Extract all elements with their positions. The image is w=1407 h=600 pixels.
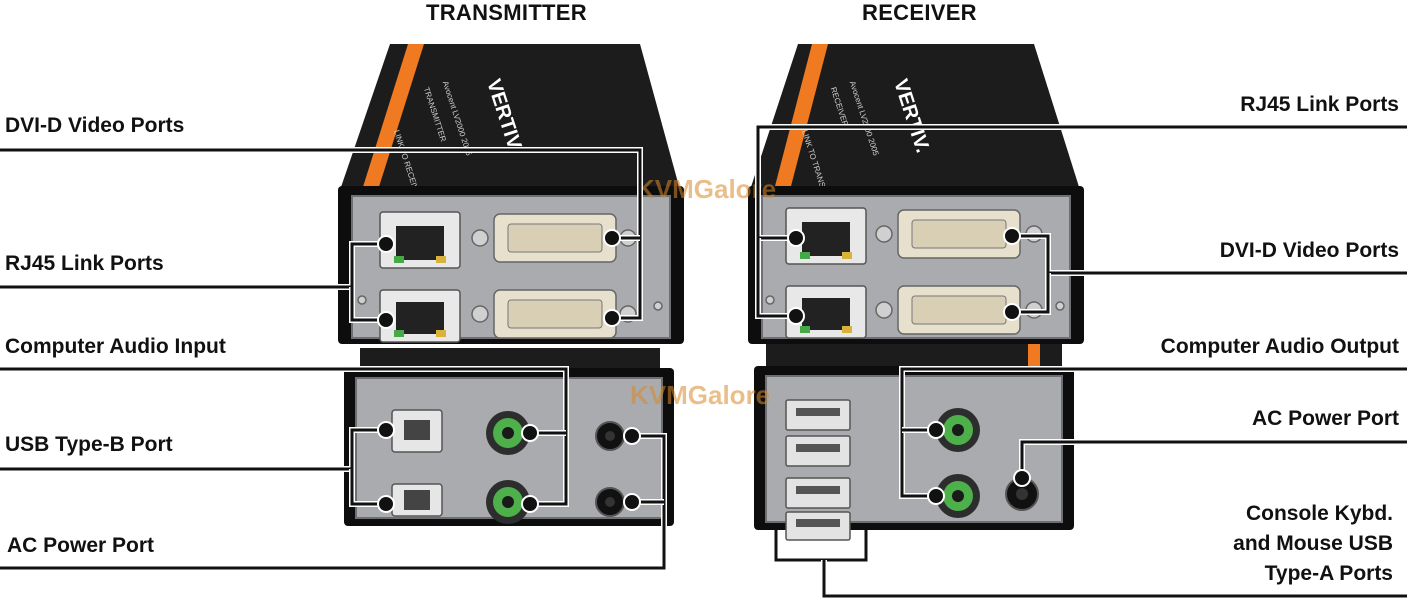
rx-rj45-callout-dot-1 xyxy=(787,229,805,247)
tx-audio-callout-dot-2 xyxy=(521,495,539,513)
rx-rj45-led-amber xyxy=(842,326,852,333)
tx-dvi-callout-dot-2 xyxy=(603,309,621,327)
tx-panel-screw xyxy=(357,295,367,305)
tx-dvi-callout-dot-1 xyxy=(603,229,621,247)
label-rx-rj45-ports: RJ45 Link Ports xyxy=(1240,93,1399,116)
transmitter-unit: VERTIV. Avocent LV2000 2005 TRANSMITTER … xyxy=(338,44,684,526)
leader-tx-usb-b-branch xyxy=(350,469,386,506)
rx-rj45-led-amber xyxy=(842,252,852,259)
tx-dvi-port-1-pins xyxy=(507,223,603,253)
label-rx-dvi-ports: DVI-D Video Ports xyxy=(1219,239,1399,262)
leader-rx-power xyxy=(1020,440,1407,478)
leader-rx-rj45-branch xyxy=(756,238,796,318)
tx-rj45-led-amber xyxy=(436,330,446,337)
leader-tx-dvi xyxy=(0,148,642,320)
rx-rj45-port-1-jack xyxy=(802,222,850,256)
rx-rj45-led-green xyxy=(800,326,810,333)
rx-rj45-port-2-jack xyxy=(802,298,850,330)
rx-audio-jack-2-hole xyxy=(952,490,964,502)
tx-leader-lines xyxy=(0,147,667,571)
label-rx-usb-a-line2: and Mouse USB xyxy=(1233,532,1393,555)
rx-dvi-port-1-pins xyxy=(911,219,1007,249)
leader-rx-dvi xyxy=(1012,234,1407,275)
tx-rj45-port-1-jack xyxy=(396,226,444,260)
rx-usb-a-port-2-tongue xyxy=(796,444,840,452)
tx-usb-b-port-2-socket xyxy=(404,490,430,510)
tx-power-jack-1-pin xyxy=(605,431,615,441)
rx-rj45-callout-dot-2 xyxy=(787,307,805,325)
label-rx-ac-power: AC Power Port xyxy=(1251,407,1399,430)
watermark-upper: KVMGalore xyxy=(636,174,776,204)
rx-dvi-callout-dot-1 xyxy=(1003,227,1021,245)
rx-usb-a-port-4-tongue xyxy=(796,519,840,527)
tx-power-jack-2-pin xyxy=(605,497,615,507)
tx-usb-b-callout-dot-2 xyxy=(377,495,395,513)
rx-dvi-port-2-pins xyxy=(911,295,1007,325)
tx-dvi-port-2-pins xyxy=(507,299,603,329)
leader-rx-rj45 xyxy=(756,125,1407,240)
rx-rj45-led-green xyxy=(800,252,810,259)
label-tx-ac-power: AC Power Port xyxy=(7,534,155,557)
rx-orange-stripe xyxy=(774,44,828,190)
tx-panel-screw xyxy=(653,301,663,311)
rx-usb-a-port-1-tongue xyxy=(796,408,840,416)
label-rx-usb-a-line3: Type-A Ports xyxy=(1264,562,1393,585)
rx-usb-a-port-3-tongue xyxy=(796,486,840,494)
leader-rx-dvi-branch xyxy=(1012,273,1050,314)
label-tx-audio-input: Computer Audio Input xyxy=(5,335,226,358)
receiver-heading: RECEIVER xyxy=(862,0,977,25)
tx-dvi-screw xyxy=(471,305,489,323)
tx-power-callout-dot-2 xyxy=(623,493,641,511)
tx-rj45-port-2-jack xyxy=(396,302,444,334)
tx-usb-b-callout-dot-1 xyxy=(377,421,395,439)
receiver-unit: VERTIV. Avocent LV2000 2005 RECEIVER LIN… xyxy=(748,44,1084,541)
tx-box-top xyxy=(340,44,680,190)
leader-tx-rj45 xyxy=(0,242,386,289)
tx-rj45-callout-dot-2 xyxy=(377,311,395,329)
leader-tx-usb-b xyxy=(0,428,386,471)
leader-tx-audio xyxy=(0,367,568,506)
rx-leader-lines xyxy=(755,124,1407,599)
tx-power-callout-dot-1 xyxy=(623,427,641,445)
rx-audio-jack-1-hole xyxy=(952,424,964,436)
rx-power-jack-pin xyxy=(1016,488,1028,500)
rx-dvi-screw xyxy=(875,225,893,243)
tx-audio-jack-2-hole xyxy=(502,496,514,508)
tx-usb-b-port-1-socket xyxy=(404,420,430,440)
tx-rj45-led-amber xyxy=(436,256,446,263)
tx-rj45-callout-dot-1 xyxy=(377,235,395,253)
rx-lower-top xyxy=(766,344,1062,370)
label-tx-dvi-ports: DVI-D Video Ports xyxy=(5,114,185,137)
label-rx-usb-a-line1: Console Kybd. xyxy=(1245,502,1393,525)
rx-panel-screw xyxy=(1055,301,1065,311)
tx-audio-callout-dot-1 xyxy=(521,424,539,442)
tx-dvi-screw xyxy=(471,229,489,247)
rx-power-callout-dot xyxy=(1013,469,1031,487)
rx-panel-screw xyxy=(765,295,775,305)
watermark-lower: KVMGalore xyxy=(630,380,770,410)
label-tx-usb-b-port: USB Type-B Port xyxy=(5,433,173,456)
rx-box-top xyxy=(750,44,1080,190)
rx-audio-callout-dot-2 xyxy=(927,487,945,505)
tx-rj45-led-green xyxy=(394,256,404,263)
transmitter-heading: TRANSMITTER xyxy=(426,0,587,25)
leader-tx-rj45-branch xyxy=(350,287,386,322)
leader-rx-usb-a xyxy=(822,560,1407,598)
tx-orange-stripe xyxy=(362,44,424,190)
rx-audio-callout-dot-1 xyxy=(927,421,945,439)
label-rx-audio-output: Computer Audio Output xyxy=(1160,335,1399,358)
tx-audio-jack-1-hole xyxy=(502,427,514,439)
rx-dvi-screw xyxy=(875,301,893,319)
label-tx-rj45-ports: RJ45 Link Ports xyxy=(5,252,164,275)
rx-dvi-callout-dot-2 xyxy=(1003,303,1021,321)
tx-rj45-led-green xyxy=(394,330,404,337)
